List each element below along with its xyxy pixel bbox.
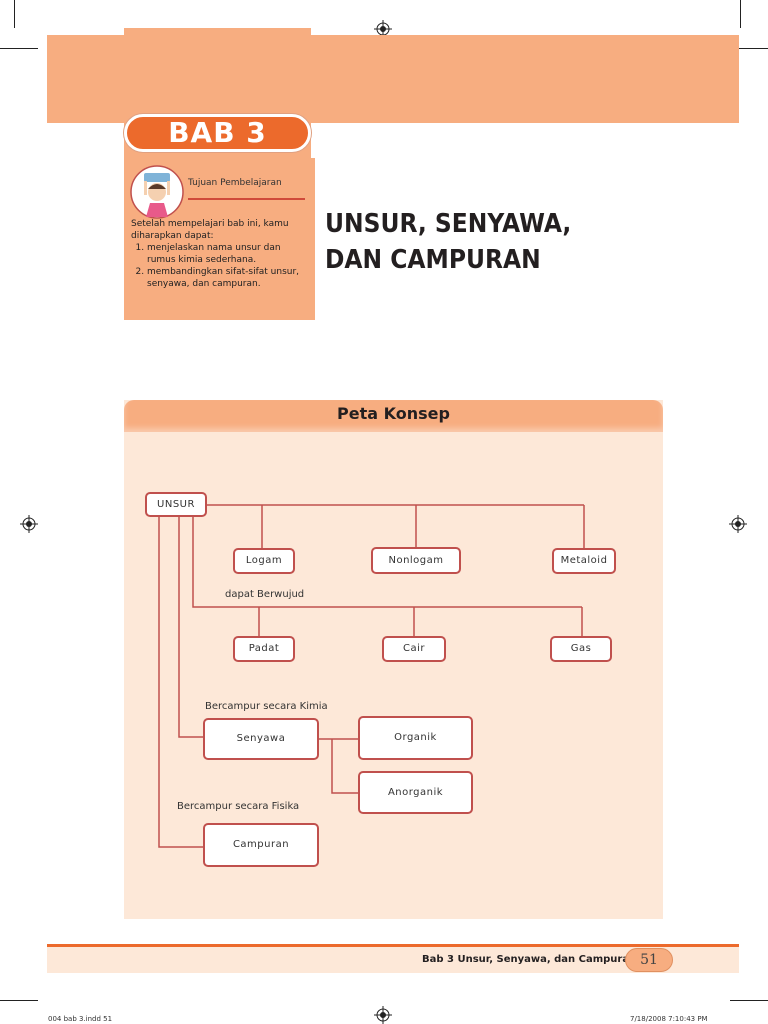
footer-rule: [47, 944, 739, 947]
objectives-list: menjelaskan nama unsur dan rumus kimia s…: [131, 242, 309, 290]
objective-item: membandingkan sifat-sifat unsur, senyawa…: [147, 266, 309, 290]
label-fisika: Bercampur secara Fisika: [177, 801, 300, 812]
chapter-title: UNSUR, SENYAWA, DAN CAMPURAN: [325, 206, 667, 278]
running-title: Bab 3 Unsur, Senyawa, dan Campuran: [422, 954, 637, 965]
node-organik: Organik: [358, 716, 473, 760]
node-senyawa: Senyawa: [203, 718, 319, 760]
objectives-underline: [188, 198, 305, 200]
label-berwujud: dapat Berwujud: [225, 589, 305, 600]
objective-item: menjelaskan nama unsur dan rumus kimia s…: [147, 242, 309, 266]
objectives-text: Setelah mempelajari bab ini, kamu dihara…: [131, 218, 309, 290]
objectives-heading: Tujuan Pembelajaran: [188, 178, 282, 188]
label-kimia: Bercampur secara Kimia: [205, 701, 328, 712]
node-padat: Padat: [233, 636, 295, 662]
connector-line: [158, 517, 203, 848]
page-number: 51: [625, 948, 673, 972]
crop-mark: [740, 0, 741, 28]
crop-mark: [0, 1000, 38, 1001]
concept-map-title: Peta Konsep: [337, 404, 450, 423]
footer-band: [47, 947, 739, 973]
node-unsur: UNSUR: [145, 492, 207, 517]
crop-mark: [14, 0, 15, 28]
node-anorganik: Anorganik: [358, 771, 473, 814]
connector-line: [178, 517, 203, 738]
connector-line: [331, 739, 358, 794]
node-campuran: Campuran: [203, 823, 319, 867]
node-logam: Logam: [233, 548, 295, 574]
chapter-label: BAB 3: [124, 114, 311, 152]
crop-mark: [0, 48, 38, 49]
slug-date: 7/18/2008 7:10:43 PM: [630, 1015, 708, 1023]
node-cair: Cair: [382, 636, 446, 662]
node-metaloid: Metaloid: [552, 548, 616, 574]
chapter-title-line: DAN CAMPURAN: [325, 245, 541, 275]
concept-map-header: [124, 400, 663, 432]
crop-mark: [730, 1000, 768, 1001]
slug-file: 004 bab 3.indd 51: [48, 1015, 113, 1023]
registration-mark-icon: [20, 515, 38, 533]
registration-mark-icon: [729, 515, 747, 533]
student-illustration-icon: [130, 165, 184, 219]
node-nonlogam: Nonlogam: [371, 547, 461, 574]
node-gas: Gas: [550, 636, 612, 662]
connector-line: [192, 517, 582, 608]
crop-mark: [730, 48, 768, 49]
chapter-title-line: UNSUR, SENYAWA,: [325, 209, 572, 239]
objectives-intro: Setelah mempelajari bab ini, kamu dihara…: [131, 219, 289, 241]
registration-mark-icon: [374, 1006, 392, 1024]
